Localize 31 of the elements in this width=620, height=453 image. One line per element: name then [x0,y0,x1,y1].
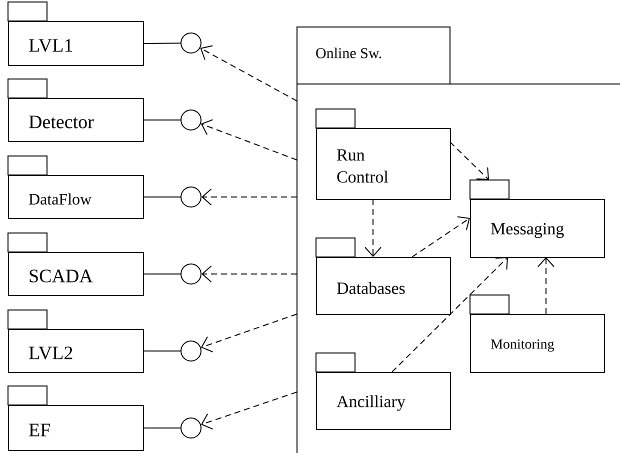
dependency-arrow [200,392,298,430]
package-box: LVL2 [8,310,144,373]
package-box: DataFlow [8,156,144,219]
interface-circle [180,418,202,438]
interface-circle [180,32,202,54]
package-box: EF [8,386,144,451]
interface-circle [180,186,202,208]
dependency-arrow [200,45,298,102]
package-box: Run Control [316,108,451,200]
package-box: LVL1 [8,2,144,66]
interface-circle [180,264,202,284]
connector-line [144,350,181,352]
dependency-arrow [202,266,298,282]
dependency-arrow [450,142,489,180]
connector-line [144,196,181,198]
dependency-arrow [200,314,298,352]
interface-circle [180,340,202,362]
interface-circle [180,110,202,130]
package-box: Monitoring [470,294,605,373]
package-box: Ancilliary [316,352,451,430]
dependency-arrow [412,216,470,258]
dependency-arrow [202,188,298,206]
dependency-arrow [392,257,508,372]
connector-line [144,42,181,44]
dependency-arrow [538,257,554,314]
package-box: Messaging [470,180,605,258]
package-box: Detector [8,78,144,142]
package-box: SCADA [8,232,144,296]
package-box: Databases [316,238,451,315]
dependency-arrow [364,198,382,257]
dependency-arrow [200,119,298,160]
